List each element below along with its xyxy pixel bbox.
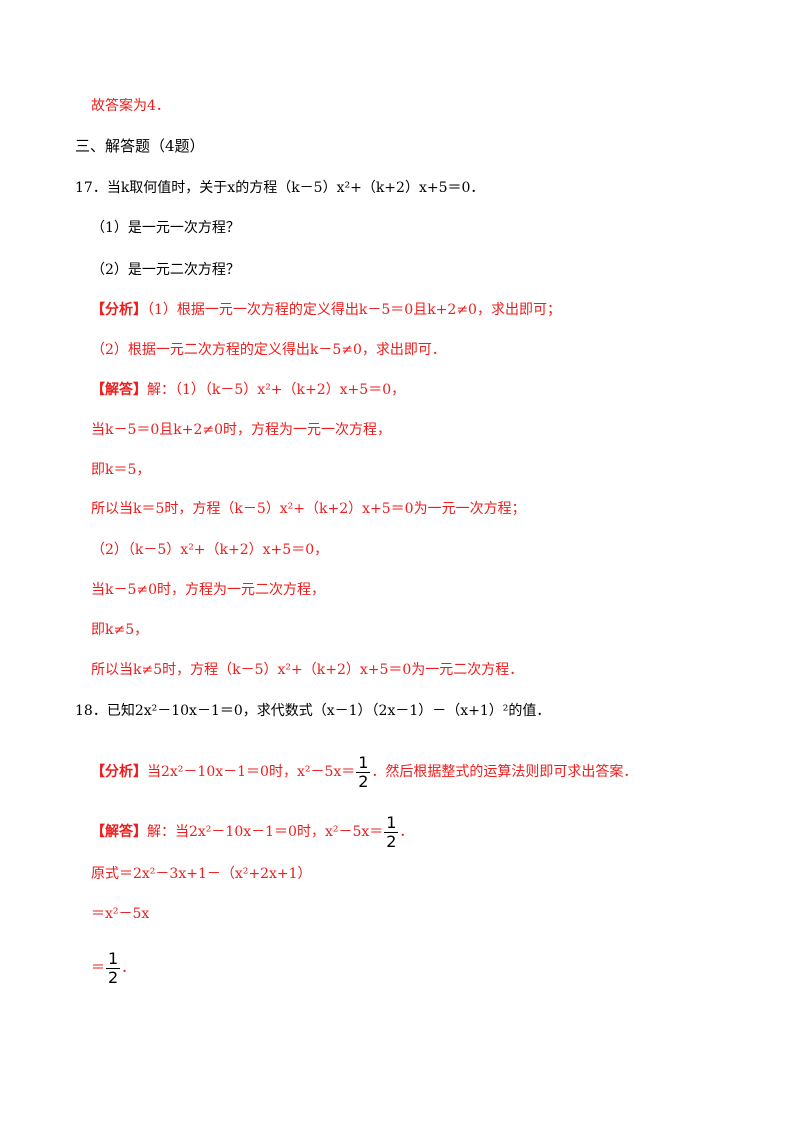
q17-solution-line-2: 当k－5＝0且k+2≠0时，方程为一元一次方程，: [91, 422, 392, 438]
solution-label: 【解答】: [91, 824, 147, 840]
solution-text-after-fraction: ．: [399, 824, 414, 840]
analysis-text: （1）根据一元一次方程的定义得出k－5＝0且k+2≠0，求出即可；: [147, 302, 561, 318]
q17-solution-line-8: 所以当k≠5时，方程（k－5）x²+（k+2）x+5＝0为一元二次方程．: [91, 662, 524, 678]
analysis-text-after-fraction: ．然后根据整式的运算法则即可求出答案．: [371, 764, 638, 780]
section-heading: 三、解答题（4题）: [75, 137, 205, 155]
fraction-numerator: 1: [108, 948, 119, 968]
fraction-numerator: 1: [386, 812, 397, 832]
previous-answer: 故答案为4．: [91, 98, 170, 114]
q17-analysis-line-2: （2）根据一元二次方程的定义得出k－5≠0，求出即可．: [91, 342, 446, 358]
q17-solution-line-1: 【解答】解：（1）（k－5）x²+（k+2）x+5＝0，: [91, 381, 405, 399]
analysis-label: 【分析】: [91, 302, 147, 318]
q17-solution-line-7: 即k≠5，: [91, 622, 149, 638]
q17-solution-line-3: 即k＝5，: [91, 462, 151, 478]
fraction-denominator: 2: [386, 831, 397, 851]
result-equals: ＝: [91, 960, 105, 976]
q17-stem: 17．当k取何值时，关于x的方程（k－5）x²+（k+2）x+5＝0．: [75, 180, 485, 196]
q18-solution-line-2: 原式＝2x²－3x+1－（x²+2x+1）: [91, 866, 312, 882]
q17-solution-line-4: 所以当k＝5时，方程（k－5）x²+（k+2）x+5＝0为一元一次方程；: [91, 501, 526, 517]
analysis-label: 【分析】: [91, 764, 147, 780]
solution-text: 解：（1）（k－5）x²+（k+2）x+5＝0，: [147, 382, 406, 398]
q17-solution-line-5: （2）（k－5）x²+（k+2）x+5＝0，: [91, 542, 329, 558]
q17-analysis-line-1: 【分析】（1）根据一元一次方程的定义得出k－5＝0且k+2≠0，求出即可；: [91, 301, 561, 319]
analysis-text-before-fraction: 当2x²－10x－1＝0时，x²－5x＝: [147, 764, 356, 780]
fraction-denominator: 2: [358, 771, 369, 791]
fraction-bar: [356, 771, 371, 773]
q17-subquestion-1: （1）是一元一次方程？: [91, 220, 240, 236]
fraction-bar: [384, 831, 399, 833]
q18-solution-line-3: ＝x²－5x: [91, 906, 150, 922]
solution-text-before-fraction: 解：当2x²－10x－1＝0时，x²－5x＝: [147, 824, 384, 840]
fraction-denominator: 2: [108, 967, 119, 987]
fraction-bar: [106, 967, 121, 969]
solution-label: 【解答】: [91, 382, 147, 398]
q17-subquestion-2: （2）是一元二次方程？: [91, 262, 240, 278]
fraction-numerator: 1: [358, 752, 369, 772]
q18-stem: 18．已知2x²－10x－1＝0，求代数式（x－1）（2x－1）－（x+1）²的…: [75, 703, 551, 719]
result-period: ．: [121, 960, 136, 976]
q17-solution-line-6: 当k－5≠0时，方程为一元二次方程，: [91, 582, 326, 598]
